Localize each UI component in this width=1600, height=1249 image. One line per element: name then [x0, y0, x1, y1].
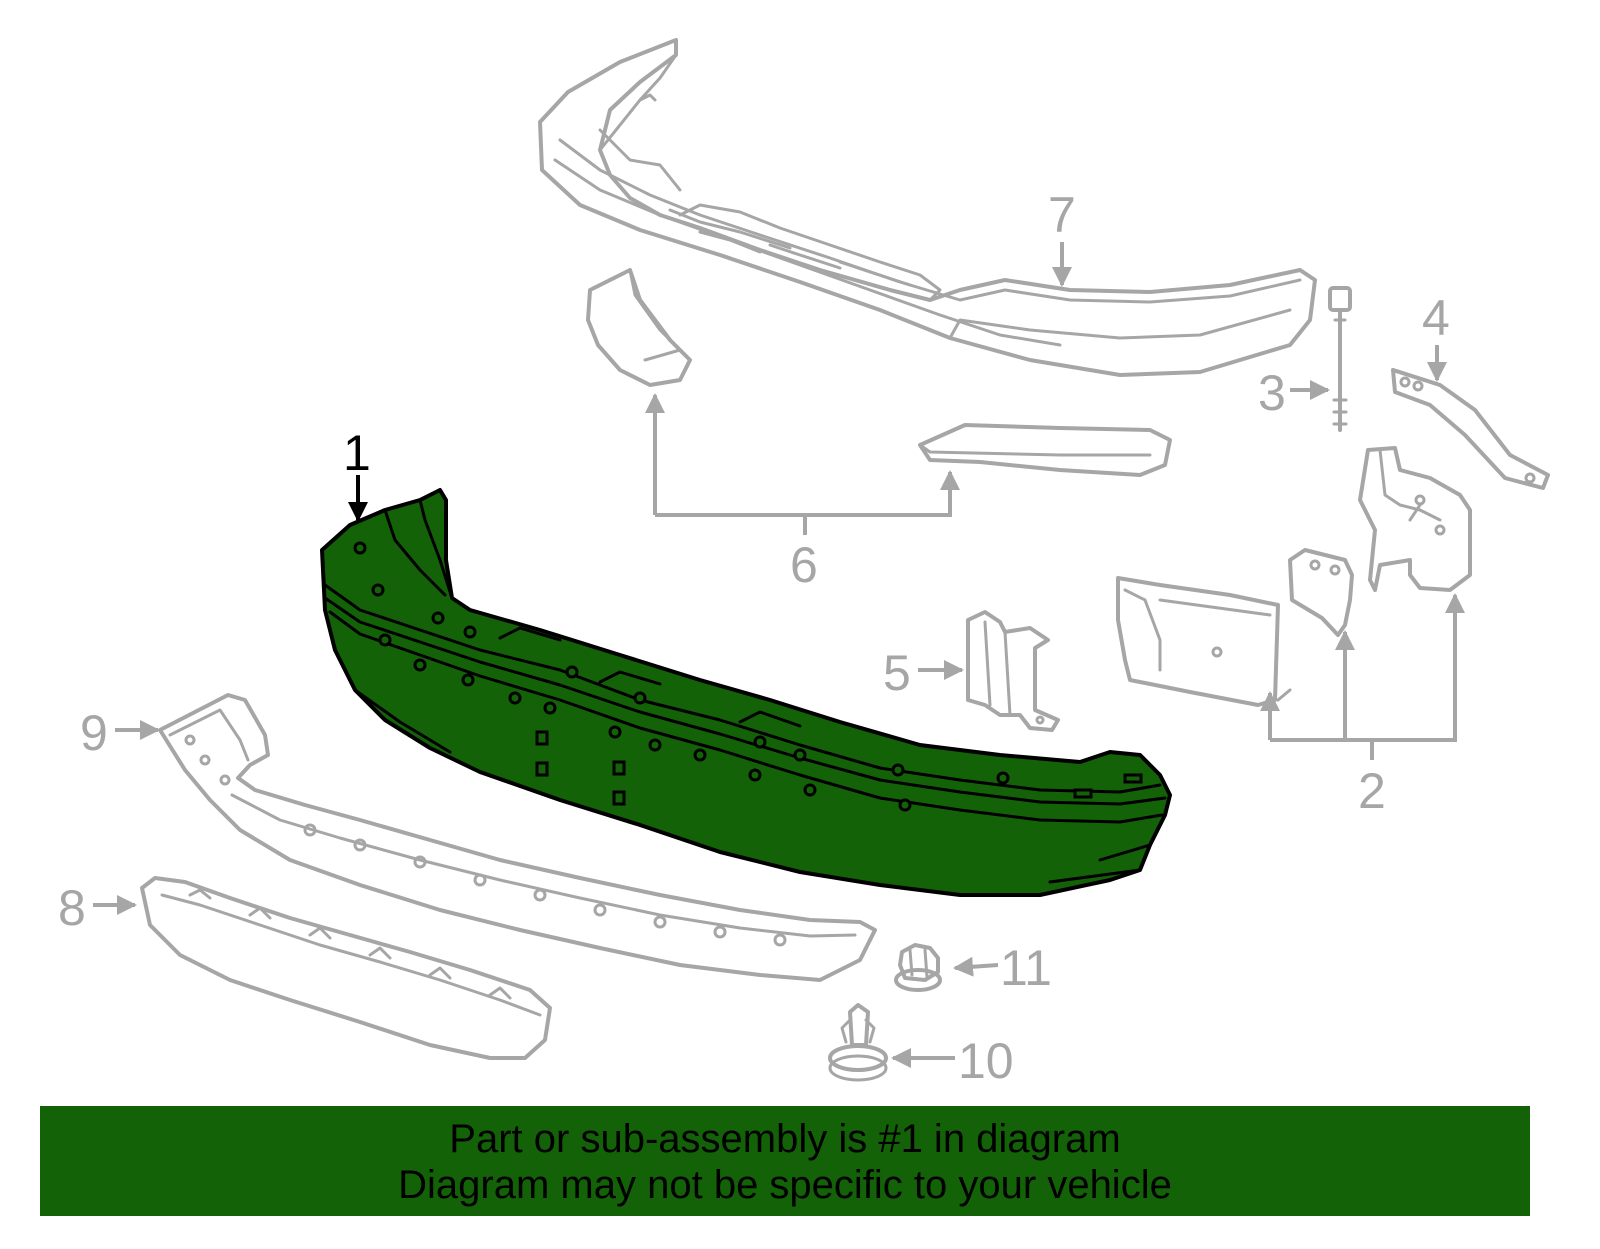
banner-line-1: Part or sub-assembly is #1 in diagram [449, 1117, 1121, 1161]
callout-6: 6 [790, 537, 818, 593]
callout-7: 7 [1048, 187, 1076, 243]
leader-lines [93, 242, 1465, 1068]
part-11-nut [894, 943, 942, 992]
part-8-strip [140, 876, 552, 1060]
part-1-bumper-highlighted [320, 488, 1172, 897]
banner-line-2: Diagram may not be specific to your vehi… [398, 1163, 1172, 1207]
callout-2: 2 [1358, 763, 1386, 819]
part-7-fascia [538, 38, 1317, 377]
callout-1: 1 [343, 425, 371, 481]
info-banner: Part or sub-assembly is #1 in diagram Di… [40, 1106, 1530, 1216]
callout-3: 3 [1258, 365, 1286, 421]
part-5-bracket [966, 610, 1060, 732]
callout-10: 10 [958, 1033, 1014, 1089]
callout-5: 5 [883, 645, 911, 701]
part-6-fillers [586, 268, 1172, 477]
callout-9: 9 [80, 705, 108, 761]
callout-8: 8 [58, 880, 86, 936]
callout-4: 4 [1422, 290, 1450, 346]
part-9-valance [158, 693, 877, 982]
part-3-bolt [1328, 286, 1352, 432]
callout-11: 11 [1000, 940, 1052, 996]
part-4-bracket [1391, 368, 1550, 490]
callout-labels: 1 7 6 3 4 5 2 9 8 11 10 [58, 187, 1450, 1089]
part-2-brackets [1116, 446, 1472, 707]
part-10-clip [828, 1003, 888, 1082]
